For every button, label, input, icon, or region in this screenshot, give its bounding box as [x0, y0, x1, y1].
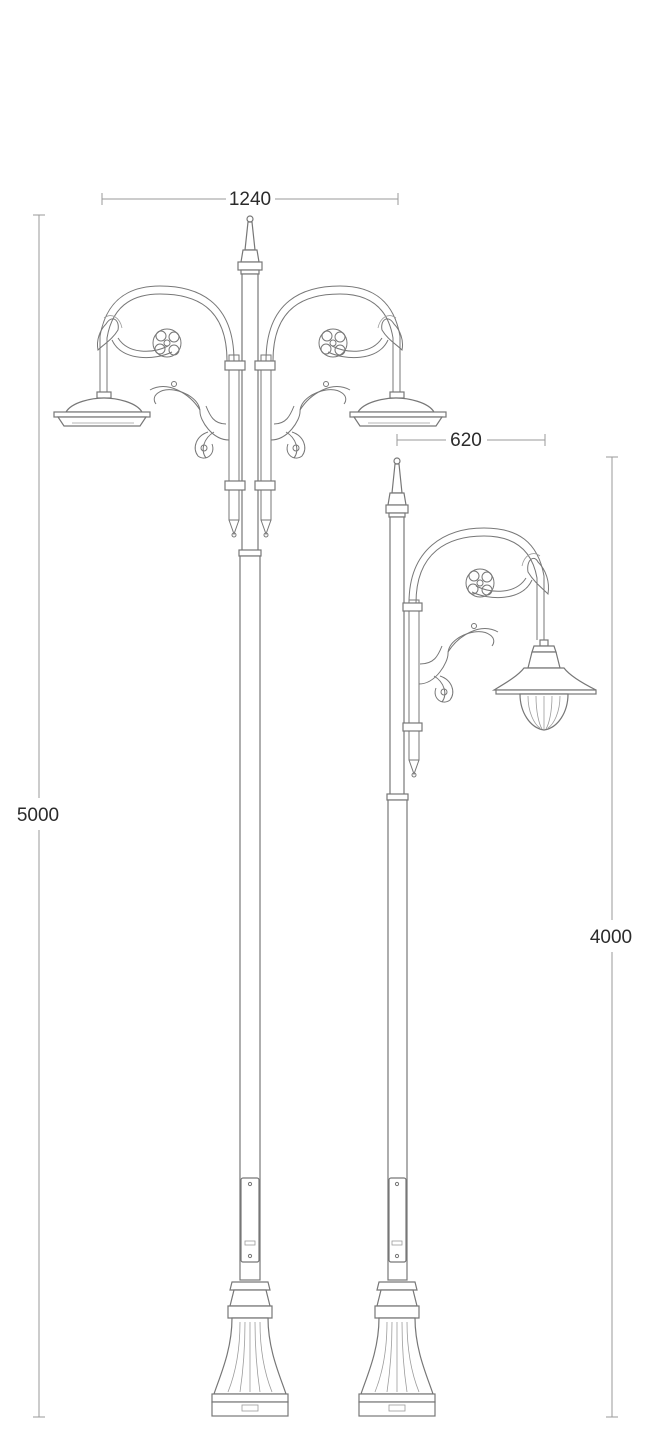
- dimension-width-single: 620: [396, 430, 546, 451]
- lamp-head-right: [349, 391, 447, 427]
- left-arm: [97, 285, 235, 459]
- clamp-lower-right: [254, 480, 276, 491]
- dimension-height-single: 4000: [590, 456, 632, 1418]
- double-arm-lamp-post: [53, 215, 447, 1417]
- clamp-upper-single: [402, 602, 423, 612]
- pole-base-single: [358, 1281, 436, 1417]
- rosette-single: [465, 568, 495, 598]
- access-door: [240, 1177, 260, 1263]
- arm-rod-right: [260, 354, 272, 521]
- pole-collar: [238, 549, 262, 557]
- main-pole: [239, 555, 261, 1281]
- arm-rod-left: [228, 354, 240, 521]
- arm-rod-single: [408, 599, 420, 761]
- clamp-lower-single: [402, 722, 423, 732]
- dimension-label-620: 620: [450, 430, 482, 451]
- pole-collar-single: [386, 793, 409, 801]
- dimension-label-4000: 4000: [590, 927, 632, 948]
- pole-base: [211, 1281, 289, 1417]
- dimension-width-double: 1240: [101, 189, 399, 210]
- clamp-upper-right: [254, 360, 276, 371]
- main-pole-single: [387, 799, 408, 1281]
- single-arm: [408, 527, 549, 703]
- rosette-right: [318, 328, 348, 358]
- dimension-label-1240: 1240: [229, 189, 271, 210]
- dimension-height-double: 5000: [17, 214, 59, 1418]
- access-door-single: [388, 1177, 407, 1263]
- lamp-head-left: [53, 391, 151, 427]
- dimension-label-5000: 5000: [17, 805, 59, 826]
- finial-top-single: [385, 457, 409, 518]
- rosette-left: [152, 328, 182, 358]
- right-arm: [265, 285, 403, 459]
- clamp-upper-left: [224, 360, 246, 371]
- upper-shaft: [241, 273, 259, 553]
- finial-top: [237, 215, 263, 275]
- single-arm-lamp-post: [358, 457, 597, 1417]
- upper-shaft-single: [389, 516, 405, 797]
- clamp-lower-left: [224, 480, 246, 491]
- lamp-head-pendant: [491, 639, 597, 731]
